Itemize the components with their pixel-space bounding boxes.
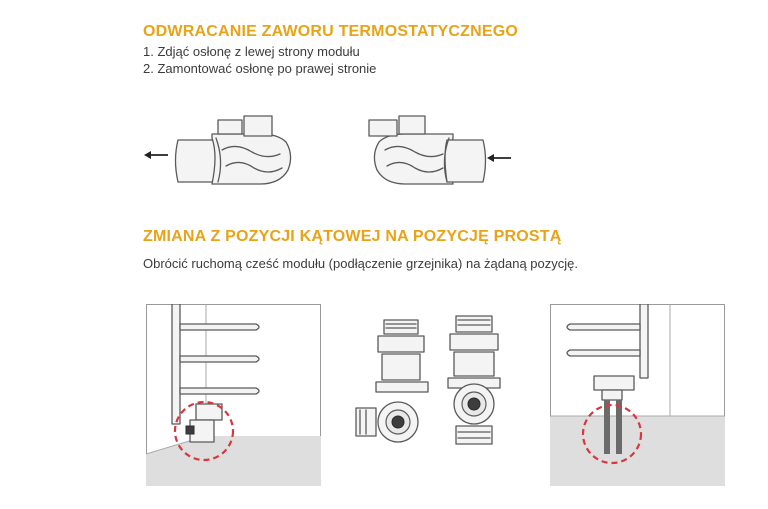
section-title-angle-to-straight: ZMIANA Z POZYCJI KĄTOWEJ NA POZYCJĘ PROS…: [143, 228, 562, 245]
step-2-text: 2. Zamontować osłonę po prawej stronie: [143, 61, 377, 76]
arrow-left-icon: [487, 154, 511, 162]
step-1-text: 1. Zdjąć osłonę z lewej strony modułu: [143, 44, 360, 59]
valve-module-illustration: [355, 315, 501, 445]
section-description: Obrócić ruchomą cześć modułu (podłączeni…: [143, 256, 578, 271]
radiator-angled-illustration: [146, 304, 321, 486]
valve-cover-mounting-illustration: [368, 115, 511, 185]
section-title-reversing-valve: ODWRACANIE ZAWORU TERMOSTATYCZNEGO: [143, 23, 519, 40]
valve-cover-removal-illustration: [144, 115, 292, 185]
radiator-straight-illustration: [550, 304, 725, 486]
arrow-left-icon: [144, 151, 168, 159]
